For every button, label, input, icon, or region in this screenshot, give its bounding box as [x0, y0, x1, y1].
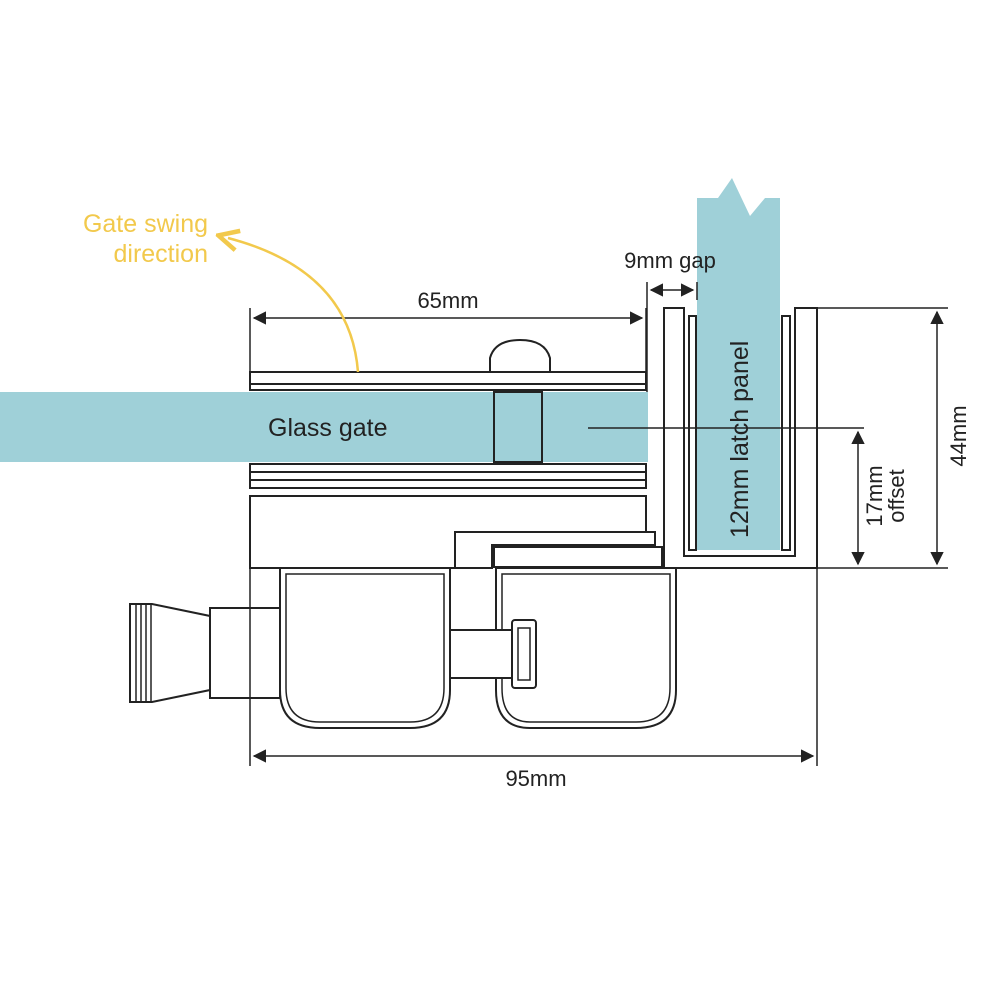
swing-label-line1: Gate swing — [83, 210, 208, 238]
dimension-95mm — [249, 568, 818, 766]
gap-label: 9mm gap — [624, 248, 716, 273]
height-label: 44mm — [946, 405, 971, 466]
swing-arrow — [228, 238, 360, 373]
u-channel — [663, 307, 818, 569]
release-knob — [129, 603, 281, 703]
offset-label-line2: offset — [884, 469, 909, 522]
swing-label-line2: direction — [114, 240, 209, 268]
glass-gate — [0, 392, 648, 462]
dimension-65mm-label: 65mm — [417, 288, 478, 313]
dimension-65mm — [249, 308, 647, 372]
gate-clamp-lower — [249, 463, 647, 569]
dimension-9mm-gap — [646, 282, 698, 392]
width-bottom-label: 95mm — [505, 766, 566, 791]
gate-clamp-body — [249, 338, 647, 391]
offset-label-line1: 17mm — [862, 465, 887, 526]
clamp-pin — [493, 391, 543, 463]
glass-gate-label: Glass gate — [268, 414, 388, 442]
latch-bolt — [449, 619, 537, 689]
latch-housing-left — [279, 567, 451, 729]
latch-panel-label: 12mm latch panel — [726, 341, 754, 538]
clamp-knob — [489, 338, 551, 373]
latch-panel-glass — [697, 178, 780, 550]
latch-base-plate — [454, 531, 663, 569]
latch-housing-right — [495, 567, 677, 729]
dimension-44mm — [817, 307, 948, 569]
